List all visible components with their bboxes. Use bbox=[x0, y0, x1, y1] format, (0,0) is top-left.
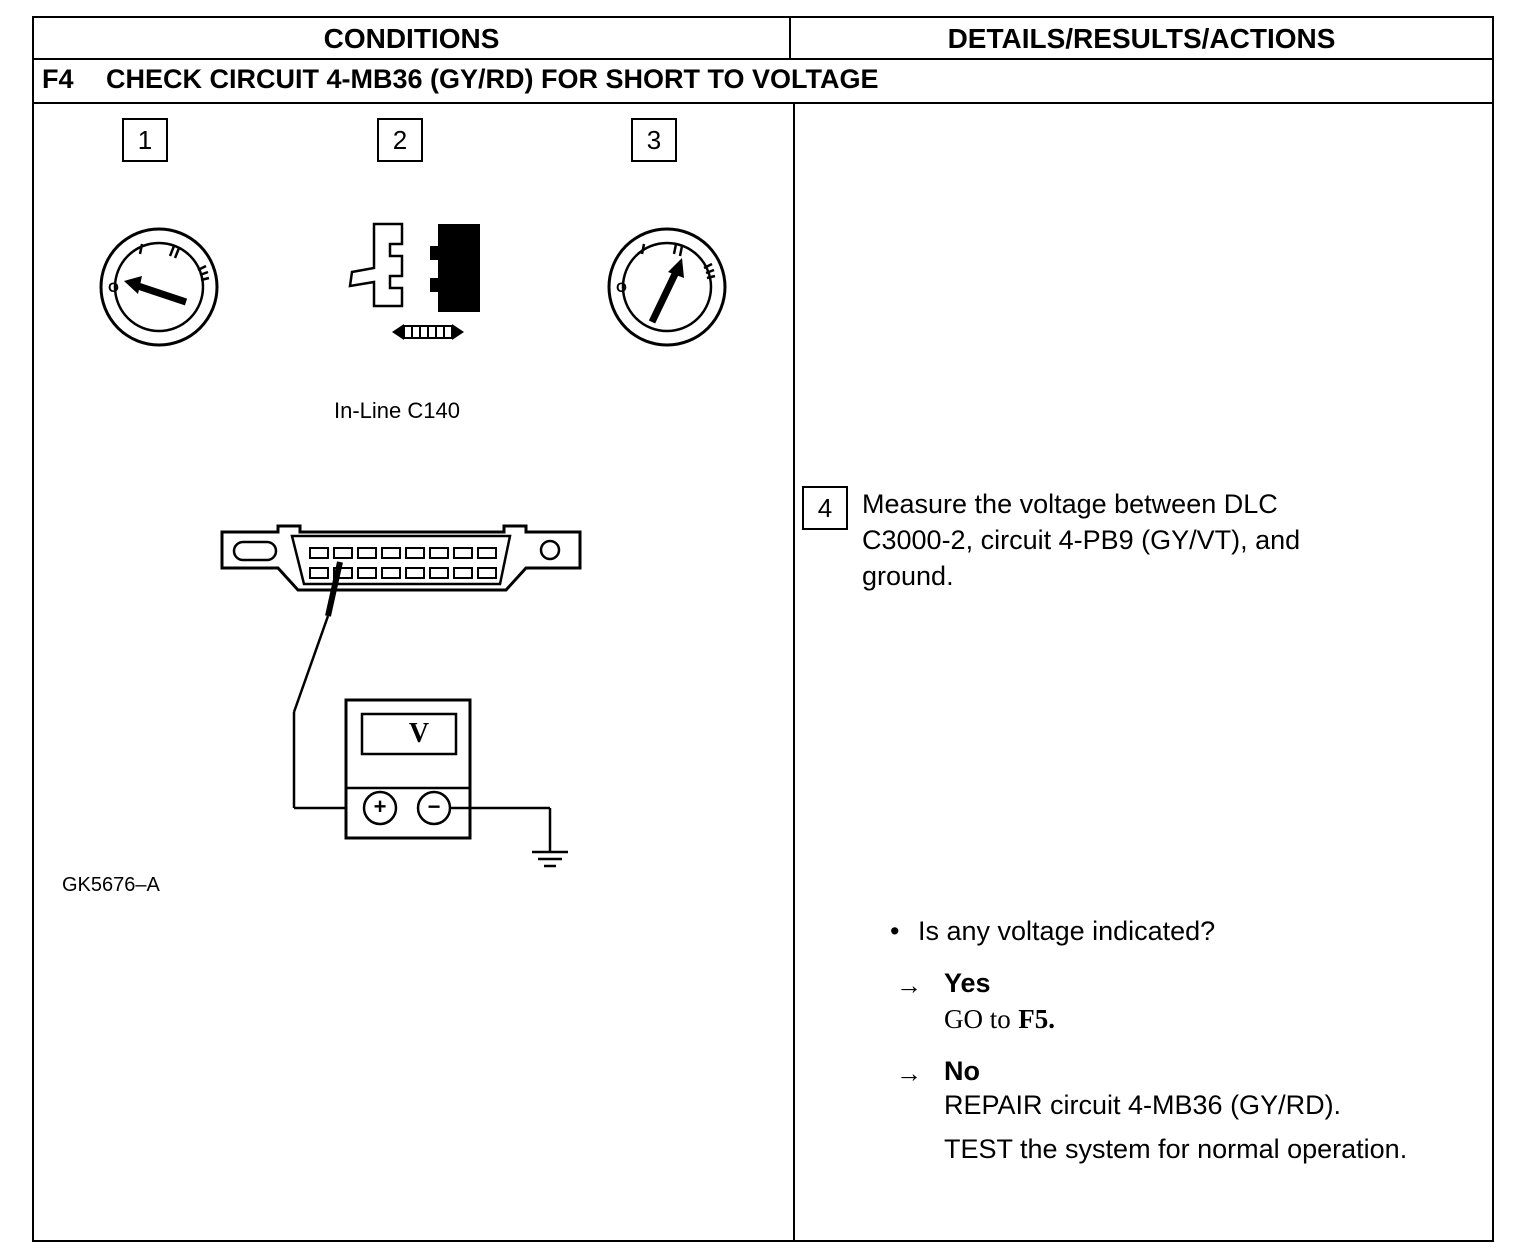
yes-action-prefix: GO to bbox=[944, 1004, 1011, 1034]
svg-text:O: O bbox=[108, 279, 119, 295]
ignition-switch-run-icon: O bbox=[607, 227, 727, 347]
svg-text:O: O bbox=[616, 279, 627, 295]
details-header: DETAILS/RESULTS/ACTIONS bbox=[947, 23, 1336, 54]
yes-label: Yes bbox=[944, 968, 991, 998]
no-action-1: REPAIR circuit 4-MB36 (GY/RD). bbox=[944, 1090, 1342, 1120]
question-text: Is any voltage indicated? bbox=[918, 916, 1216, 946]
yes-action-target: F5. bbox=[1018, 1004, 1056, 1034]
conditions-header: CONDITIONS bbox=[323, 23, 500, 54]
step-box-1: 1 bbox=[122, 118, 168, 162]
yes-action: GO to F5. bbox=[944, 1004, 1055, 1035]
connector-disconnect-icon bbox=[348, 222, 480, 340]
ignition-switch-off-icon: O bbox=[99, 227, 219, 347]
meter-display-label: V bbox=[408, 718, 430, 749]
column-divider bbox=[793, 104, 795, 1240]
dlc-voltmeter-diagram bbox=[220, 524, 582, 868]
meter-minus-terminal: − bbox=[427, 794, 441, 819]
instruction-line-2: C3000-2, circuit 4-PB9 (GY/VT), and bbox=[862, 525, 1301, 555]
instruction-line-1: Measure the voltage between DLC bbox=[862, 489, 1278, 519]
test-title-row: F4 CHECK CIRCUIT 4-MB36 (GY/RD) FOR SHOR… bbox=[34, 60, 1492, 104]
step-box-4: 4 bbox=[802, 486, 848, 530]
figure-id: GK5676–A bbox=[62, 874, 160, 896]
header-divider bbox=[789, 18, 791, 58]
no-arrow-icon: → bbox=[896, 1058, 922, 1088]
no-label: No bbox=[944, 1056, 980, 1086]
instruction-line-3: ground. bbox=[862, 561, 954, 591]
yes-arrow-icon: → bbox=[896, 970, 922, 1000]
meter-plus-terminal: + bbox=[373, 794, 387, 819]
step-box-2: 2 bbox=[377, 118, 423, 162]
step-box-3: 3 bbox=[631, 118, 677, 162]
test-code: F4 bbox=[42, 64, 74, 94]
no-action-2: TEST the system for normal operation. bbox=[944, 1134, 1408, 1164]
test-table: CONDITIONS DETAILS/RESULTS/ACTIONS F4 CH… bbox=[32, 16, 1494, 1242]
instruction-text: Measure the voltage between DLC C3000-2,… bbox=[862, 486, 1300, 594]
table-header-row: CONDITIONS DETAILS/RESULTS/ACTIONS bbox=[34, 18, 1492, 60]
test-title: CHECK CIRCUIT 4-MB36 (GY/RD) FOR SHORT T… bbox=[106, 64, 879, 94]
question-bullet: • bbox=[890, 916, 900, 946]
connector-label: In-Line C140 bbox=[334, 398, 460, 423]
